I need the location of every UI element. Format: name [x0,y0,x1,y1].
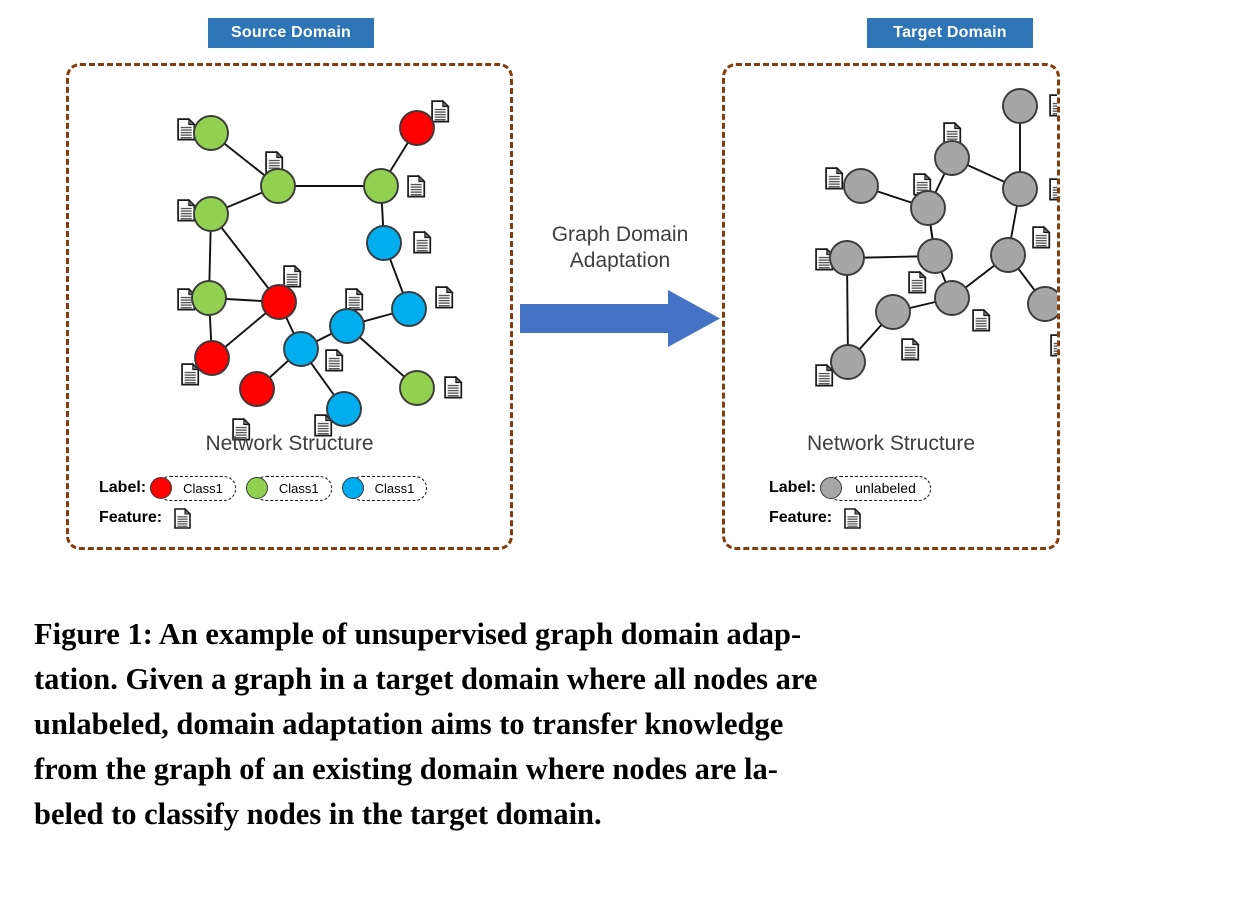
target-legend-label-row: Label: unlabeled [769,473,1069,503]
graph-node [1027,286,1057,322]
graph-node [934,140,970,176]
document-icon [181,362,200,386]
document-icon [232,417,251,441]
caption-line: tation. Given a graph in a target domain… [34,662,818,696]
legend-pill-class-2: Class1 [245,475,332,501]
target-network-structure-label: Network Structure [806,432,976,455]
legend-pill-unlabeled: unlabeled [820,475,931,501]
graph-node [329,308,365,344]
document-icon [825,166,844,190]
class-label: Class1 [278,480,319,496]
target-network-graph [815,88,1057,387]
graph-edge [210,213,280,303]
graph-node [990,237,1026,273]
class-label: Class1 [374,480,415,496]
graph-node [283,331,319,367]
graph-node [934,280,970,316]
caption-line: Figure 1: An example of unsupervised gra… [34,617,802,651]
document-icon [815,363,834,387]
caption-line: beled to classify nodes in the target do… [34,797,602,831]
document-icon [345,287,364,311]
document-icon [177,117,196,141]
target-legend-feature-row: Feature: [769,503,1069,533]
class-color-dot [341,476,364,499]
graph-node [829,240,865,276]
graph-node [843,168,879,204]
target-domain-badge: Target Domain [867,18,1033,48]
graph-node [366,225,402,261]
graph-node [910,190,946,226]
class-label: unlabeled [855,480,916,496]
target-domain-panel: Network Structure Label: unlabeled Featu… [722,63,1060,550]
class-color-dot [150,476,173,499]
graph-node [191,280,227,316]
source-legend-feature-caption: Feature: [99,509,163,526]
source-domain-badge: Source Domain [208,18,374,48]
document-icon [844,507,862,529]
graph-node [193,196,229,232]
source-legend-feature-row: Feature: [99,503,519,533]
document-icon [901,337,920,361]
document-icon [1049,178,1057,201]
graph-node [261,284,297,320]
graph-node [1002,88,1038,124]
document-icon [1049,94,1057,117]
graph-node [193,115,229,151]
source-legend: Label: Class1 Class1 Class1 Fea [99,473,519,533]
graph-node [363,168,399,204]
source-legend-label-row: Label: Class1 Class1 Class1 [99,473,519,503]
document-icon [407,174,426,198]
graph-domain-adaptation-arrow: Graph Domain Adaptation [517,222,723,347]
graph-node [260,168,296,204]
caption-line: unlabeled, domain adaptation aims to tra… [34,707,784,741]
document-icon [444,375,463,399]
document-icon [1050,334,1057,357]
document-icon [177,198,196,222]
figure-caption: Figure 1: An example of unsupervised gra… [34,612,1044,837]
document-icon [431,99,450,123]
graph-node [917,238,953,274]
graph-node [326,391,362,427]
graph-node [830,344,866,380]
document-icon [177,287,196,311]
legend-pill-class-3: Class1 [341,475,428,501]
right-arrow-icon [520,290,720,347]
source-network-structure-label: Network Structure [205,432,374,455]
graph-node [399,110,435,146]
figure-graphic: Source Domain Target Domain Network Stru… [66,18,1060,550]
target-legend: Label: unlabeled Feature: [769,473,1069,533]
source-network-graph [177,99,463,441]
arrow-label-line-1: Graph Domain [551,223,689,246]
class-label: Class1 [183,480,223,496]
graph-node [399,370,435,406]
arrow-label-line-2: Adaptation [569,249,671,272]
document-icon [913,172,932,196]
class-color-dot [245,476,268,499]
document-icon [265,150,284,174]
target-legend-label-caption: Label: [769,479,817,496]
document-icon [1032,225,1051,249]
document-icon [283,264,302,288]
graph-node [239,371,275,407]
graph-node [194,340,230,376]
target-legend-feature-caption: Feature: [769,509,833,526]
class-color-dot [820,476,843,499]
document-icon [325,348,344,372]
caption-line: from the graph of an existing domain whe… [34,752,778,786]
document-icon [908,270,927,294]
source-legend-label-caption: Label: [99,479,147,496]
document-icon [435,285,454,309]
legend-pill-class-1: Class1 [150,475,236,501]
graph-node [875,294,911,330]
graph-node [1002,171,1038,207]
document-icon [413,230,432,254]
document-icon [174,507,192,529]
arrow-label: Graph Domain Adaptation [517,222,723,274]
document-icon [972,308,991,332]
graph-node [391,291,427,327]
source-domain-panel: Network Structure Label: Class1 Class1 C… [66,63,513,550]
